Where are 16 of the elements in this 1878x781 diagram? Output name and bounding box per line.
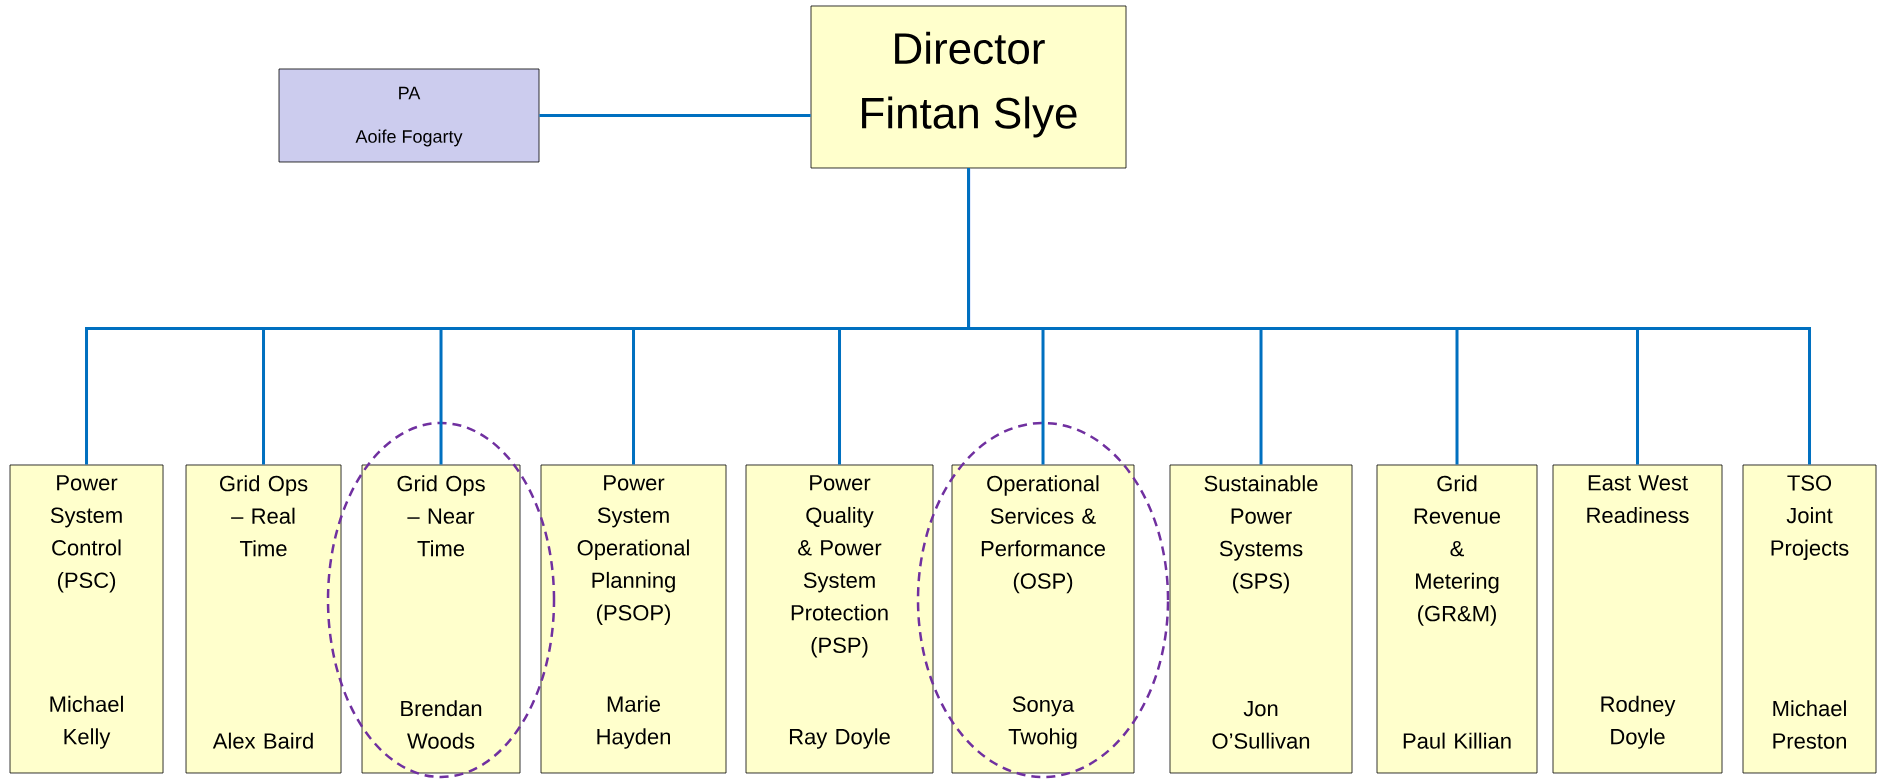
role-box: Grid Ops – Real Time Alex Baird (185, 464, 342, 774)
assistant-box: PA Aoife Fogarty (278, 68, 540, 163)
connector-line (967, 168, 1811, 465)
role-box: Power Quality & Power System Protection (PSP) Ray Doyle (745, 464, 934, 774)
director-box: Director Fintan Slye (810, 5, 1127, 169)
role-box: Sustainable Power Systems (SPS) Jon O’Sullivan (1169, 464, 1353, 774)
role-box: East West Readiness Rodney Doyle (1552, 464, 1723, 774)
role-box: TSO Joint Projects Michael Preston (1742, 464, 1877, 774)
role-box: Power System Operational Planning (PSOP) Marie Hayden (540, 464, 727, 774)
role-box: Grid Revenue & Metering (GR&M) Paul Killian (1376, 464, 1538, 774)
highlight-ellipse (916, 421, 1170, 779)
connector-line (539, 114, 811, 117)
highlight-ellipse (326, 421, 556, 779)
role-box: Grid Ops – Near Time Brendan Woods (361, 464, 521, 774)
role-box: Power System Control (PSC) Michael Kelly (9, 464, 164, 774)
role-box: Operational Services & Performance (OSP) Sonya Twohig (951, 464, 1135, 774)
